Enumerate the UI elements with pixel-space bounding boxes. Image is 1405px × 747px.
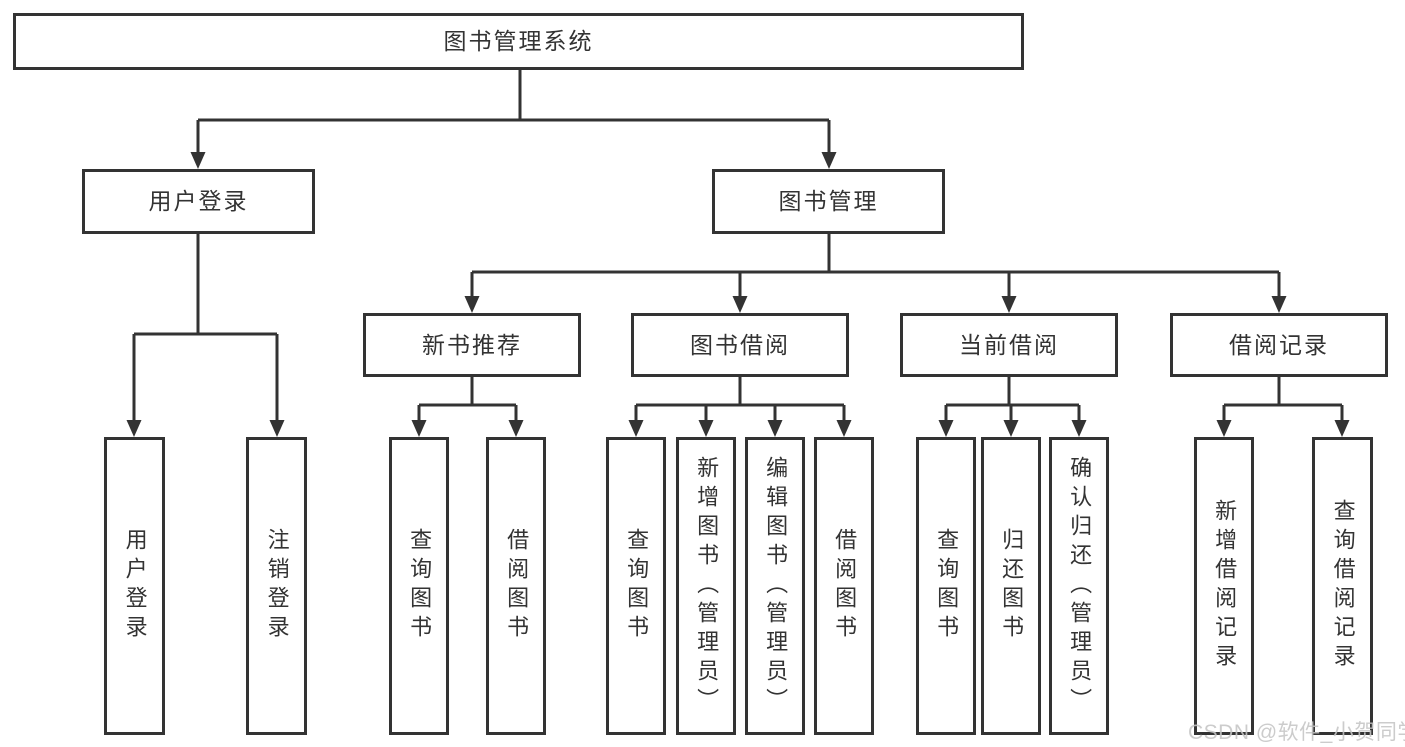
- node-label: 查询图书: [934, 528, 960, 644]
- node-label: 用户登录: [148, 188, 249, 214]
- arrow-down-icon: [1001, 296, 1017, 313]
- arrow-down-icon: [1071, 420, 1087, 437]
- arrow-down-icon: [1216, 420, 1232, 437]
- leaf-add-book-admin: 新增图书（管理员）: [676, 437, 736, 735]
- arrow-down-icon: [269, 420, 285, 437]
- arrow-down-icon: [821, 152, 837, 169]
- node-label: 当前借阅: [959, 331, 1059, 358]
- node-label: 查询图书: [407, 528, 433, 644]
- leaf-borrow-books-borrowing: 借阅图书: [814, 437, 874, 735]
- arrowhead-icons: [126, 152, 1350, 437]
- arrow-down-icon: [1271, 296, 1287, 313]
- node-label: 图书借阅: [690, 331, 790, 358]
- arrow-down-icon: [732, 296, 748, 313]
- leaf-query-books-borrowing: 查询图书: [606, 437, 666, 735]
- node-root-system: 图书管理系统: [13, 13, 1024, 70]
- csdn-watermark: CSDN @软件_小贺同学: [1188, 721, 1405, 744]
- node-label: 归还图书: [999, 528, 1025, 644]
- node-label: 编辑图书（管理员）: [763, 455, 789, 717]
- leaf-query-borrow-record: 查询借阅记录: [1312, 437, 1373, 735]
- arrow-down-icon: [1003, 420, 1019, 437]
- leaf-query-books-recommend: 查询图书: [389, 437, 449, 735]
- leaf-confirm-return-admin: 确认归还（管理员）: [1049, 437, 1109, 735]
- leaf-logout: 注销登录: [246, 437, 307, 735]
- node-book-management-branch: 图书管理: [712, 169, 945, 234]
- node-label: 确认归还（管理员）: [1067, 455, 1093, 717]
- leaf-user-login: 用户登录: [104, 437, 165, 735]
- node-label: 借阅图书: [504, 528, 530, 644]
- node-group-book-borrowing: 图书借阅: [631, 313, 849, 377]
- node-label: 图书管理系统: [443, 28, 594, 54]
- arrow-down-icon: [190, 152, 206, 169]
- node-label: 借阅图书: [832, 528, 858, 644]
- arrow-down-icon: [126, 420, 142, 437]
- arrow-down-icon: [411, 420, 427, 437]
- arrow-down-icon: [464, 296, 480, 313]
- node-label: 借阅记录: [1229, 331, 1329, 358]
- leaf-return-book: 归还图书: [981, 437, 1041, 735]
- arrow-down-icon: [836, 420, 852, 437]
- node-label: 查询图书: [624, 528, 650, 644]
- node-label: 新增图书（管理员）: [694, 455, 720, 717]
- arrow-down-icon: [698, 420, 714, 437]
- node-group-new-book-recommend: 新书推荐: [363, 313, 581, 377]
- arrow-down-icon: [938, 420, 954, 437]
- node-label: 查询借阅记录: [1330, 499, 1356, 673]
- node-label: 用户登录: [122, 528, 148, 644]
- node-label: 注销登录: [264, 528, 290, 644]
- arrow-down-icon: [628, 420, 644, 437]
- connector-paths: [132, 69, 1344, 421]
- node-group-current-borrowing: 当前借阅: [900, 313, 1118, 377]
- node-label: 新书推荐: [422, 331, 522, 358]
- leaf-edit-book-admin: 编辑图书（管理员）: [745, 437, 805, 735]
- node-group-borrow-records: 借阅记录: [1170, 313, 1388, 377]
- arrow-down-icon: [767, 420, 783, 437]
- arrow-down-icon: [508, 420, 524, 437]
- node-user-login-branch: 用户登录: [82, 169, 315, 234]
- node-label: 图书管理: [778, 188, 879, 214]
- leaf-borrow-books-recommend: 借阅图书: [486, 437, 546, 735]
- leaf-add-borrow-record: 新增借阅记录: [1194, 437, 1254, 735]
- arrow-down-icon: [1334, 420, 1350, 437]
- leaf-query-books-current: 查询图书: [916, 437, 976, 735]
- node-label: 新增借阅记录: [1212, 499, 1238, 673]
